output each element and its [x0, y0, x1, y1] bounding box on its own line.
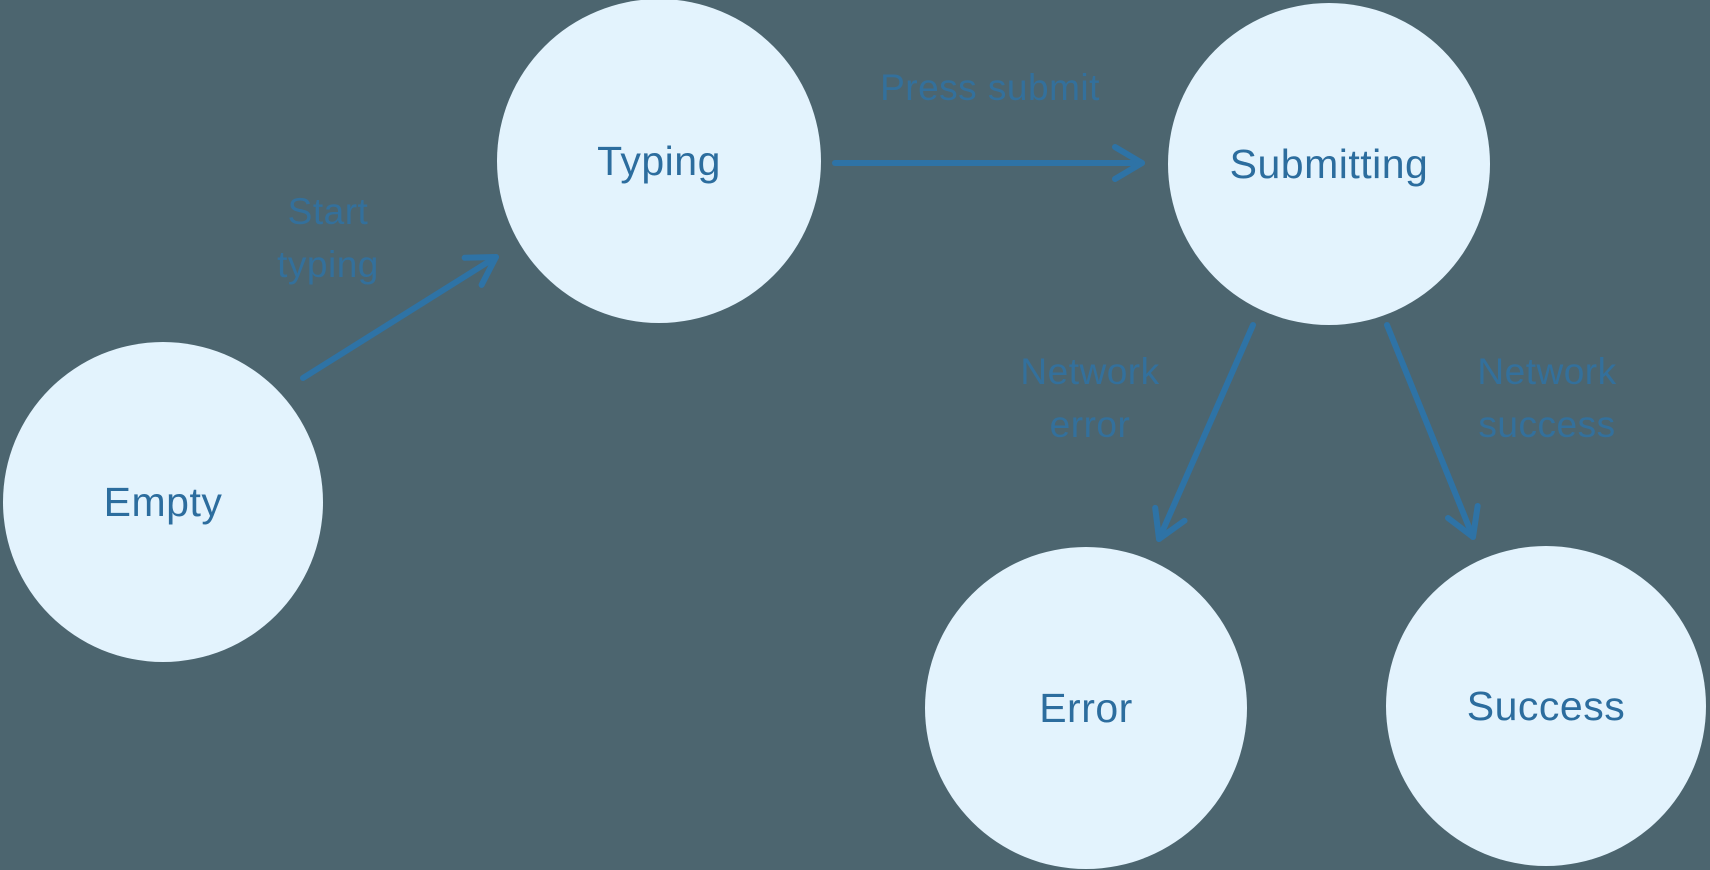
state-node-typing-label: Typing	[597, 137, 721, 184]
edge-label-network-error-line1: Network	[1020, 351, 1160, 392]
edge-label-press-submit: Press submit	[880, 62, 1100, 115]
edge-label-press-submit-line1: Press submit	[880, 67, 1100, 108]
edge-label-start-typing-line2: typing	[277, 243, 379, 285]
edge-label-network-success-line2: success	[1478, 403, 1616, 445]
edge-label-start-typing: Start typing	[277, 186, 379, 292]
edge-label-network-success-line1: Network	[1477, 351, 1617, 392]
state-node-error-label: Error	[1039, 684, 1133, 731]
state-node-success: Success	[1386, 546, 1706, 866]
state-node-empty: Empty	[3, 342, 323, 662]
edge-label-start-typing-line1: Start	[287, 191, 369, 232]
state-node-empty-label: Empty	[103, 478, 223, 525]
state-node-success-label: Success	[1466, 682, 1626, 729]
edge-label-network-error: Network error	[1020, 346, 1159, 452]
state-node-typing: Typing	[497, 0, 821, 323]
edge-submitting-to-error-arrow	[1152, 322, 1256, 542]
edge-label-network-success: Network success	[1477, 346, 1616, 452]
state-node-submitting: Submitting	[1168, 3, 1490, 325]
edge-label-network-error-line2: error	[1049, 403, 1131, 445]
state-node-submitting-label: Submitting	[1229, 140, 1429, 187]
state-node-error: Error	[925, 547, 1247, 869]
edge-submitting-to-success-arrow	[1384, 322, 1481, 540]
